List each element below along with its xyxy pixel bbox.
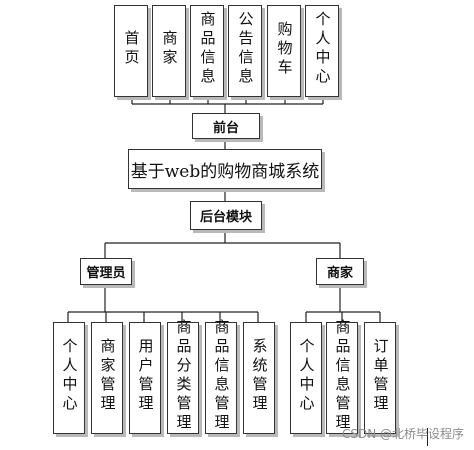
node-merchant: 商家 — [316, 258, 364, 285]
node-admin: 管理员 — [80, 258, 132, 285]
node-admin-merchant-mgmt-label: 商家管理 — [98, 338, 117, 414]
node-system-title-label: 基于web的购物商城系统 — [130, 161, 320, 182]
node-merchant-personal-center: 个人中心 — [290, 322, 322, 434]
node-frontend-label: 前台 — [212, 120, 239, 136]
node-admin-label: 管理员 — [86, 266, 126, 281]
node-top-notice-info-label: 公告信息 — [236, 11, 255, 87]
node-top-cart-label: 购物车 — [275, 20, 294, 78]
node-admin-category-mgmt: 商品分类管理 — [167, 319, 199, 434]
node-top-product-info-label: 商品信息 — [198, 11, 217, 87]
node-top-home: 首页 — [114, 5, 148, 97]
node-admin-product-mgmt-label: 商品信息管理 — [212, 319, 231, 433]
node-frontend: 前台 — [192, 113, 260, 139]
node-top-merchant-label: 商家 — [160, 30, 179, 68]
node-top-personal-center: 个人中心 — [305, 5, 339, 97]
node-merchant-product-mgmt-label: 商品信息管理 — [333, 319, 352, 433]
node-merchant-label: 商家 — [326, 266, 353, 281]
node-admin-category-mgmt-label: 商品分类管理 — [174, 319, 193, 433]
node-top-cart: 购物车 — [267, 5, 301, 97]
node-admin-personal-center-label: 个人中心 — [60, 338, 79, 414]
node-backend-label: 后台模块 — [199, 210, 252, 225]
node-admin-system-mgmt: 系统管理 — [243, 322, 275, 434]
node-admin-merchant-mgmt: 商家管理 — [91, 322, 123, 434]
node-top-merchant: 商家 — [152, 5, 186, 97]
node-admin-system-mgmt-label: 系统管理 — [250, 338, 269, 414]
node-top-product-info: 商品信息 — [190, 5, 224, 97]
node-admin-personal-center: 个人中心 — [53, 322, 85, 434]
node-backend: 后台模块 — [190, 201, 262, 230]
watermark: CSDN @北桥毕设程序 — [341, 427, 464, 441]
node-merchant-product-mgmt: 商品信息管理 — [326, 319, 358, 434]
node-top-home-label: 首页 — [122, 30, 141, 68]
node-top-notice-info: 公告信息 — [228, 5, 262, 97]
node-admin-user-mgmt: 用户管理 — [129, 322, 161, 434]
node-system-title: 基于web的购物商城系统 — [128, 149, 322, 189]
node-admin-product-mgmt: 商品信息管理 — [205, 319, 237, 434]
node-merchant-order-mgmt: 订单管理 — [364, 322, 396, 434]
node-top-personal-center-label: 个人中心 — [313, 11, 332, 87]
node-merchant-order-mgmt-label: 订单管理 — [371, 338, 390, 414]
text-cursor — [427, 428, 428, 446]
node-admin-user-mgmt-label: 用户管理 — [136, 338, 155, 414]
node-merchant-personal-center-label: 个人中心 — [297, 338, 316, 414]
